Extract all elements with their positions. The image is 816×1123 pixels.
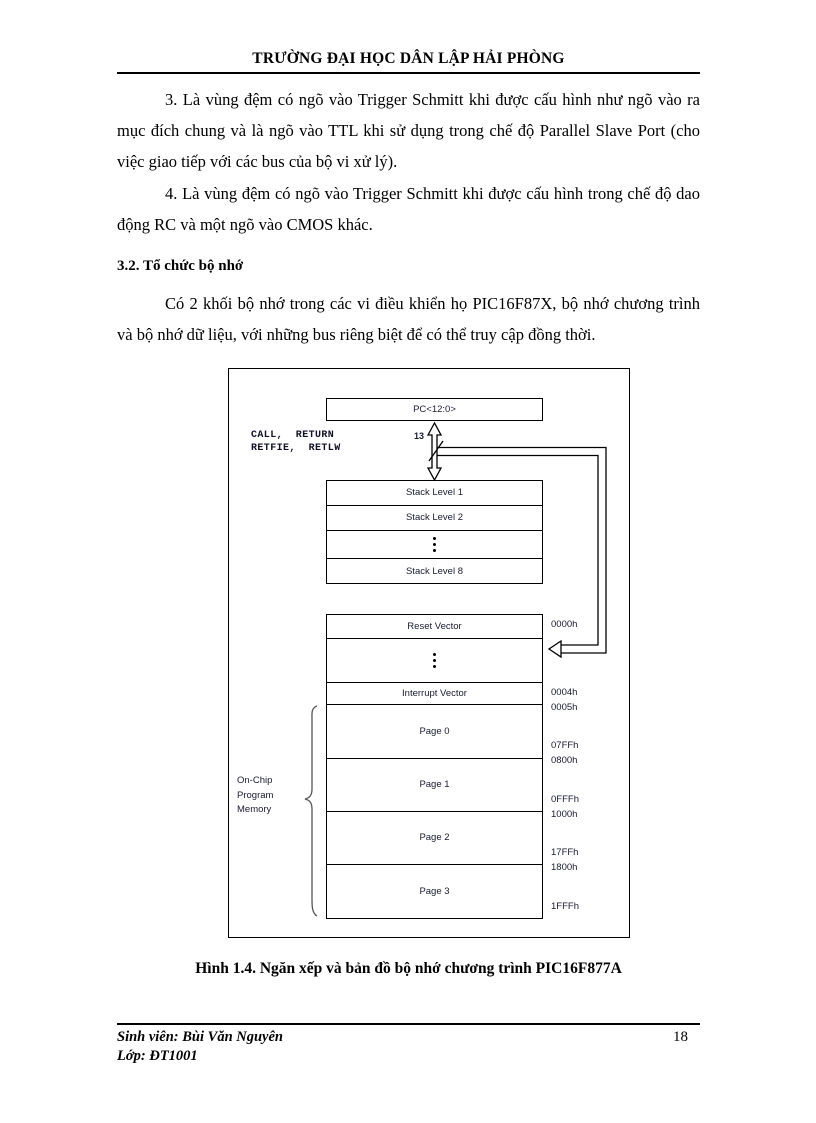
bus-width-tick — [428, 440, 444, 462]
program-memory-box: Reset Vector Interrupt Vector Page 0 Pag… — [326, 614, 543, 919]
figure-inner: PC<12:0> CALL, RETURN RETFIE, RETLW 13 S… — [229, 369, 629, 937]
paragraph-3: 3. Là vùng đệm có ngõ vào Trigger Schmit… — [117, 90, 700, 171]
stack-level-8-row: Stack Level 8 — [327, 559, 542, 583]
header-divider — [117, 72, 700, 74]
address-label-0FFFh: 0FFFh — [551, 794, 579, 805]
page-0-row: Page 0 — [327, 705, 542, 759]
page-2-label: Page 2 — [419, 832, 450, 844]
vertical-ellipsis-icon — [433, 536, 436, 552]
stack-level-2-label: Stack Level 2 — [405, 512, 464, 524]
bus-width-label: 13 — [414, 431, 425, 441]
call-return-label: CALL, RETURN RETFIE, RETLW — [251, 430, 341, 454]
paragraph-5: Có 2 khối bộ nhớ trong các vi điều khiển… — [117, 294, 700, 344]
address-label-07FFh: 07FFh — [551, 740, 579, 751]
footer-left-column: Sinh viên: Bùi Văn Nguyên Lớp: ĐT1001 — [117, 1028, 283, 1066]
paragraph-5-container: Có 2 khối bộ nhớ trong các vi điều khiển… — [117, 288, 700, 350]
vertical-ellipsis-icon — [433, 652, 436, 668]
figure-memory-map: PC<12:0> CALL, RETURN RETFIE, RETLW 13 S… — [228, 368, 630, 938]
stack-level-1-row: Stack Level 1 — [327, 481, 542, 506]
address-label-0000h: 0000h — [551, 619, 578, 630]
pc-stack-double-arrow — [426, 421, 443, 482]
paragraph-4: 4. Là vùng đệm có ngõ vào Trigger Schmit… — [117, 184, 700, 234]
paragraph-4-container: 4. Là vùng đệm có ngõ vào Trigger Schmit… — [117, 178, 700, 240]
interrupt-vector-row: Interrupt Vector — [327, 683, 542, 706]
stack-level-2-row: Stack Level 2 — [327, 506, 542, 531]
stack-ellipsis-row — [327, 531, 542, 560]
memory-ellipsis-row — [327, 639, 542, 683]
pc-register-label: PC<12:0> — [413, 404, 456, 415]
section-heading: 3.2. Tổ chức bộ nhớ — [117, 258, 244, 274]
stack-level-1-label: Stack Level 1 — [405, 487, 464, 499]
page-1-row: Page 1 — [327, 759, 542, 812]
address-label-17FFh: 17FFh — [551, 847, 579, 858]
onchip-brace — [304, 705, 318, 917]
stack-level-8-label: Stack Level 8 — [405, 565, 464, 577]
page-0-label: Page 0 — [419, 726, 450, 737]
address-label-1000h: 1000h — [551, 809, 578, 820]
page-number: 18 — [673, 1029, 688, 1045]
page-1-label: Page 1 — [419, 779, 450, 791]
pc-register-box: PC<12:0> — [326, 398, 543, 421]
address-label-1800h: 1800h — [551, 862, 578, 873]
address-label-0800h: 0800h — [551, 755, 578, 766]
document-header: TRƯỜNG ĐẠI HỌC DÂN LẬP HẢI PHÒNG — [117, 50, 700, 68]
reset-vector-row: Reset Vector — [327, 615, 542, 639]
footer-divider — [117, 1023, 700, 1025]
address-label-0004h: 0004h — [551, 687, 578, 698]
reset-vector-label: Reset Vector — [407, 620, 462, 632]
footer-class: Lớp: ĐT1001 — [117, 1048, 198, 1064]
address-label-1FFFh: 1FFFh — [551, 901, 579, 912]
onchip-program-memory-label: On-Chip Program Memory — [237, 775, 274, 815]
footer-student-name: Sinh viên: Bùi Văn Nguyên — [117, 1029, 283, 1045]
figure-caption: Hình 1.4. Ngăn xếp và bản đồ bộ nhớ chươ… — [195, 960, 622, 977]
address-label-0005h: 0005h — [551, 702, 578, 713]
page-2-row: Page 2 — [327, 812, 542, 865]
stack-box: Stack Level 1 Stack Level 2 Stack Level … — [326, 480, 543, 584]
paragraph-3-container: 3. Là vùng đệm có ngõ vào Trigger Schmit… — [117, 84, 700, 177]
page-3-row: Page 3 — [327, 865, 542, 918]
page-3-label: Page 3 — [419, 885, 450, 897]
interrupt-vector-label: Interrupt Vector — [402, 687, 467, 699]
header-title: TRƯỜNG ĐẠI HỌC DÂN LẬP HẢI PHÒNG — [252, 50, 565, 67]
memory-arrow-head — [547, 639, 562, 659]
